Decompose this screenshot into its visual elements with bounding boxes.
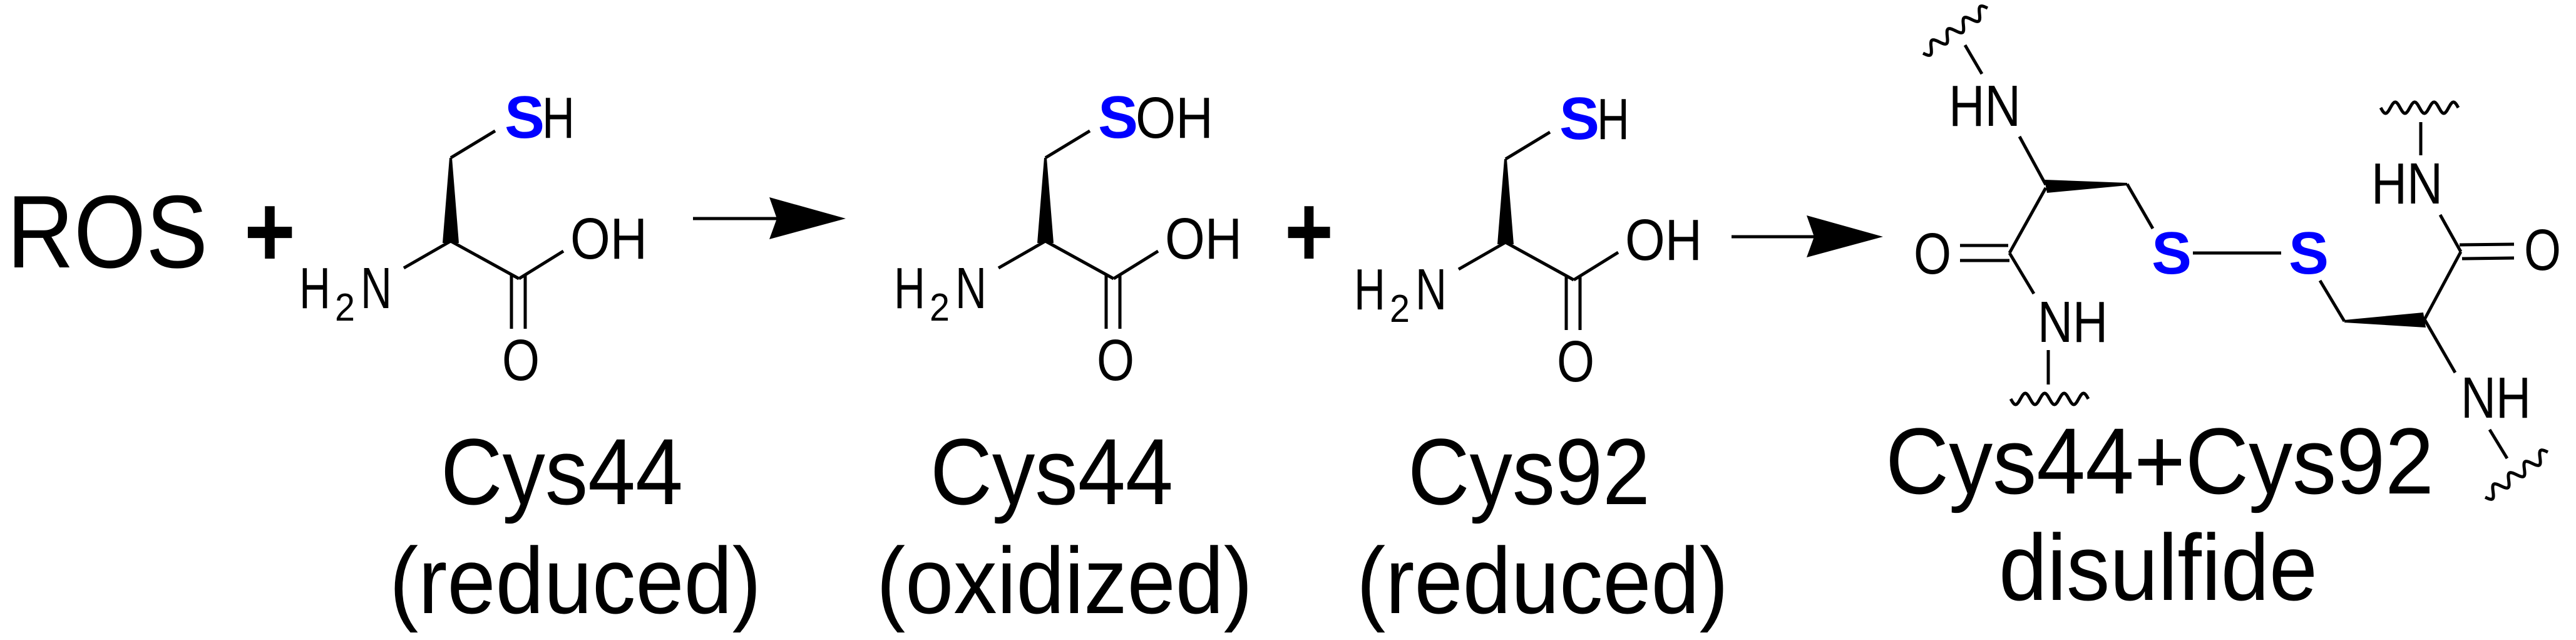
sulfenic-oh: OH: [1136, 85, 1213, 150]
bond: [1457, 240, 1507, 271]
bond: [449, 129, 496, 160]
sulfur-atom: S: [505, 84, 545, 151]
molecule-state: (oxidized): [876, 528, 1253, 633]
molecule-cys44-reduced: S H OH O H 2 N Cys44 (reduced): [299, 84, 761, 633]
bond: [518, 249, 565, 281]
amine-n: N: [1415, 257, 1447, 322]
hydroxyl: OH: [1625, 207, 1702, 272]
wedge-bond: [1037, 158, 1054, 243]
amide-hn: HN: [2371, 151, 2443, 216]
disulfide-product: HN S S O NH NH O HN: [1914, 4, 2561, 501]
sulfur-atom: S: [1559, 85, 1599, 152]
bond: [1504, 130, 1551, 161]
product-state: disulfide: [1999, 515, 2317, 620]
sulfur-atom-2: S: [2289, 220, 2329, 287]
molecule-name: Cys44: [930, 419, 1173, 524]
molecule-state: (reduced): [1357, 528, 1728, 633]
amide-hn: HN: [1949, 73, 2021, 138]
carbonyl-o: O: [1557, 329, 1594, 394]
bond: [997, 239, 1047, 270]
wedge-bond: [443, 158, 459, 243]
reaction-arrow-2: [1732, 215, 1883, 257]
plus-sign-2: +: [1285, 173, 1333, 289]
thiol-h: H: [1597, 86, 1629, 152]
hydroxyl: OH: [570, 206, 647, 271]
wavy-bond: [2009, 391, 2090, 406]
bond: [1112, 249, 1159, 281]
hydroxyl: OH: [1165, 206, 1242, 271]
wedge-bond: [2045, 180, 2127, 193]
plus-sign-1: +: [244, 173, 295, 289]
amine-h: H: [894, 255, 925, 321]
wavy-bond: [2484, 448, 2549, 501]
amide-nh: NH: [2461, 365, 2531, 430]
bond: [1044, 239, 1115, 281]
amine-n: N: [361, 255, 392, 321]
amine-subscript: 2: [1390, 287, 1410, 331]
bond: [1044, 129, 1091, 160]
wavy-bond: [1922, 4, 1989, 57]
carbonyl-o: O: [2524, 217, 2561, 282]
sulfur-atom: S: [1098, 84, 1138, 151]
molecule-state: (reduced): [389, 528, 761, 633]
carbonyl-o: O: [1097, 328, 1134, 393]
amine-n: N: [955, 255, 987, 321]
molecule-cys92-reduced: S H OH O H 2 N: [1354, 85, 1702, 394]
amine-subscript: 2: [930, 286, 950, 329]
molecule-name: Cys92: [1408, 419, 1650, 524]
carbonyl-o: O: [1914, 221, 1951, 286]
product-name: Cys44+Cys92: [1886, 408, 2434, 514]
carbonyl-o: O: [502, 328, 540, 393]
wavy-bond: [2379, 100, 2460, 115]
sulfur-atom-1: S: [2152, 220, 2192, 287]
bond: [403, 239, 452, 270]
amide-nh: NH: [2038, 289, 2108, 354]
thiol-h: H: [542, 85, 575, 150]
molecule-cys44-oxidized: S OH OH O H 2 N: [894, 84, 1242, 393]
amine-h: H: [1354, 257, 1385, 322]
bond: [449, 239, 520, 281]
amine-h: H: [299, 255, 331, 321]
wedge-bond: [1497, 159, 1514, 244]
bond: [1504, 240, 1575, 282]
wedge-bond: [2344, 312, 2426, 328]
ros-label: ROS: [7, 174, 208, 289]
reaction-arrow-1: [693, 197, 846, 239]
bond: [1573, 250, 1619, 282]
amine-subscript: 2: [335, 286, 355, 329]
molecule-name: Cys44: [441, 419, 683, 524]
